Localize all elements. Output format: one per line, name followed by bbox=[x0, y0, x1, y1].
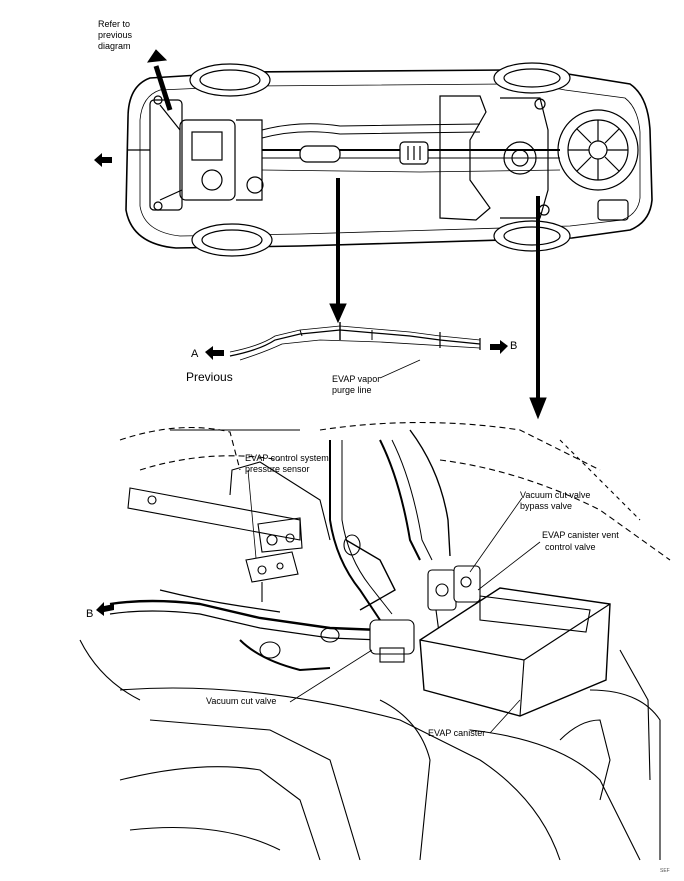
spare-wheel bbox=[557, 109, 639, 191]
pressure-sensor-label-2: pressure sensor bbox=[245, 464, 310, 474]
pressure-sensor-label-1: EVAP control system bbox=[245, 453, 329, 463]
vehicle-underbody bbox=[125, 62, 653, 257]
front-direction-arrow bbox=[94, 153, 112, 167]
evap-canister-label: EVAP canister bbox=[428, 728, 486, 738]
front-left-wheel bbox=[189, 63, 271, 97]
refer-label-line1: Refer to bbox=[98, 19, 131, 29]
front-right-wheel bbox=[191, 223, 273, 257]
evap-purge-line-detail bbox=[205, 322, 508, 379]
direction-arrows bbox=[94, 49, 547, 420]
rear-right-wheel bbox=[493, 220, 571, 252]
evap-canister-leader bbox=[489, 699, 521, 734]
bypass-valve-leader bbox=[469, 497, 523, 573]
canister-callout-head bbox=[529, 397, 547, 420]
vacuum-cut-valve bbox=[369, 619, 415, 663]
pressure-sensor-leader bbox=[247, 469, 257, 559]
vacuum-cut-valve-leader bbox=[289, 649, 373, 703]
refer-arrow-head bbox=[146, 49, 168, 63]
leader-lines bbox=[247, 469, 541, 734]
bypass-valve-label-2: bypass valve bbox=[520, 501, 573, 511]
refer-label-line2: previous bbox=[98, 30, 133, 40]
point-b-label: B bbox=[510, 340, 518, 352]
previous-label: Previous bbox=[186, 370, 233, 384]
vent-valve-label-2: control valve bbox=[545, 542, 596, 552]
bypass-valve-label-1: Vacuum cut valve bbox=[520, 490, 591, 500]
point-b-lower-arrow bbox=[96, 602, 114, 616]
canister-area-detail bbox=[79, 421, 671, 861]
evap-canister bbox=[419, 587, 611, 717]
evap-pressure-sensor bbox=[245, 551, 299, 602]
evap-purge-line-label-1: EVAP vapor bbox=[332, 374, 381, 384]
purge-line-callout-head bbox=[329, 303, 347, 324]
figure-code: SEF bbox=[660, 868, 670, 874]
refer-label-line3: diagram bbox=[98, 41, 131, 51]
evap-purge-line-label-2: purge line bbox=[332, 385, 372, 395]
vent-valve-leader bbox=[477, 541, 541, 591]
vacuum-cut-valve-label: Vacuum cut valve bbox=[206, 696, 277, 706]
point-a-label: A bbox=[191, 348, 199, 360]
vent-valve-label-1: EVAP canister vent bbox=[542, 530, 619, 540]
refer-arrow bbox=[153, 65, 173, 111]
point-b-lower-label: B bbox=[86, 608, 94, 620]
rear-left-wheel bbox=[493, 62, 571, 94]
